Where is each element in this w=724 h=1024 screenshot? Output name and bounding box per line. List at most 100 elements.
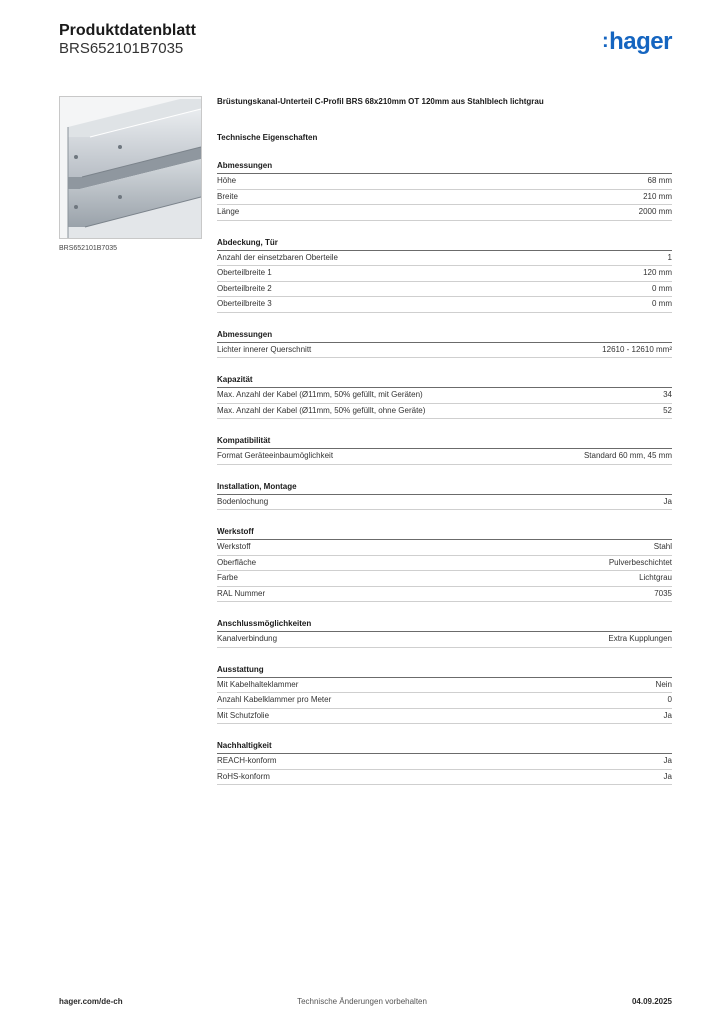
spec-label: Anzahl Kabelklammer pro Meter [217, 695, 332, 704]
spec-label: Breite [217, 191, 238, 201]
spec-label: Bodenlochung [217, 496, 269, 506]
spec-value: Ja [663, 771, 672, 781]
spec-row: Anzahl Kabelklammer pro Meter 0 [217, 693, 672, 709]
spec-label: Anzahl der einsetzbaren Oberteile [217, 252, 338, 262]
spec-row: Max. Anzahl der Kabel (Ø11mm, 50% gefüll… [217, 404, 672, 419]
product-description: Brüstungskanal-Unterteil C-Profil BRS 68… [217, 97, 544, 106]
spec-value: 0 mm [652, 299, 672, 308]
product-code: BRS652101B7035 [59, 40, 184, 57]
logo-dots-icon: : [601, 30, 609, 52]
spec-label: Oberfläche [217, 557, 257, 567]
spec-value: Ja [663, 496, 672, 506]
spec-value: 2000 mm [638, 207, 672, 216]
product-image [59, 96, 202, 239]
spec-value: 52 [663, 405, 672, 415]
spec-value: Standard 60 mm, 45 mm [583, 451, 672, 460]
group-title: Abmessungen [217, 159, 672, 174]
spec-label: Kanalverbindung [217, 634, 278, 643]
spec-label: Format Geräteeinbaumöglichkeit [217, 451, 334, 460]
footer-notice: Technische Änderungen vorbehalten [297, 997, 427, 1006]
spec-value: Ja [663, 756, 672, 765]
spec-row: Lichter innerer Querschnitt 12610 - 12610… [217, 343, 672, 358]
group-title: Nachhaltigkeit [217, 739, 672, 754]
spec-row: REACH-konform Ja [217, 754, 672, 770]
spec-row: Länge 2000 mm [217, 205, 672, 221]
spec-label: RoHS-konform [217, 771, 270, 781]
spec-row: RoHS-konform Ja [217, 770, 672, 785]
hager-logo: :hager [601, 28, 673, 56]
spec-value: 68 mm [647, 176, 672, 185]
spec-value: Pulverbeschichtet [608, 557, 672, 567]
group-title: Abmessungen [217, 328, 672, 343]
group-title: Kompatibilität [217, 434, 672, 449]
spec-label: Länge [217, 207, 240, 216]
spec-label: Lichter innerer Querschnitt [217, 344, 312, 354]
spec-value: 0 mm [652, 283, 672, 293]
spec-row: Oberteilbreite 1 120 mm [217, 266, 672, 282]
spec-row: Max. Anzahl der Kabel (Ø11mm, 50% gefüll… [217, 388, 672, 404]
spec-value: Stahl [653, 542, 672, 551]
spec-value: 7035 [654, 588, 672, 598]
spec-label: Oberteilbreite 2 [217, 283, 272, 293]
spec-label: Oberteilbreite 3 [217, 299, 272, 308]
group-title: Ausstattung [217, 663, 672, 678]
image-caption: BRS652101B7035 [59, 245, 117, 252]
spec-value: 120 mm [643, 268, 672, 277]
page-title: Produktdatenblatt [59, 22, 196, 39]
spec-value: Lichtgrau [639, 573, 672, 582]
spec-row: Werkstoff Stahl [217, 540, 672, 556]
spec-label: Werkstoff [217, 542, 251, 551]
footer-date: 04.09.2025 [631, 997, 672, 1006]
spec-row: Bodenlochung Ja [217, 495, 672, 510]
spec-row: Mit Schutzfolie Ja [217, 709, 672, 724]
spec-value: 210 mm [643, 191, 672, 201]
spec-label: Farbe [217, 573, 238, 582]
spec-label: Max. Anzahl der Kabel (Ø11mm, 50% gefüll… [217, 390, 423, 399]
spec-row: Oberfläche Pulverbeschichtet [217, 556, 672, 571]
footer-website: hager.com/de-ch [59, 997, 123, 1006]
spec-row: RAL Nummer 7035 [217, 587, 672, 602]
spec-row: Höhe 68 mm [217, 174, 672, 190]
spec-value: 1 [667, 252, 672, 262]
spec-row: Format Geräteeinbaumöglichkeit Standard 6… [217, 449, 672, 465]
spec-label: Höhe [217, 176, 237, 185]
spec-row: Anzahl der einsetzbaren Oberteile 1 [217, 251, 672, 266]
cable-duct-icon [60, 97, 201, 238]
spec-label: RAL Nummer [217, 588, 266, 598]
group-title: Anschlussmöglichkeiten [217, 617, 672, 632]
section-title: Technische Eigenschaften [217, 133, 318, 142]
spec-row: Oberteilbreite 3 0 mm [217, 297, 672, 313]
spec-row: Mit Kabelhalteklammer Nein [217, 678, 672, 693]
spec-label: REACH-konform [217, 756, 277, 765]
group-title: Abdeckung, Tür [217, 236, 672, 251]
spec-content: Brüstungskanal-Unterteil C-Profil BRS 68… [217, 96, 672, 785]
spec-value: 0 [667, 695, 672, 704]
spec-row: Oberteilbreite 2 0 mm [217, 282, 672, 297]
spec-value: Extra Kupplungen [608, 634, 672, 643]
spec-label: Oberteilbreite 1 [217, 268, 272, 277]
spec-row: Breite 210 mm [217, 190, 672, 205]
spec-row: Kanalverbindung Extra Kupplungen [217, 632, 672, 648]
spec-row: Farbe Lichtgrau [217, 571, 672, 587]
spec-value: 12610 - 12610 mm² [602, 344, 672, 354]
spec-label: Mit Kabelhalteklammer [217, 679, 299, 689]
spec-label: Max. Anzahl der Kabel (Ø11mm, 50% gefüll… [217, 405, 426, 415]
spec-value: Nein [655, 679, 672, 689]
group-title: Kapazität [217, 373, 672, 388]
group-title: Werkstoff [217, 525, 672, 540]
logo-text: hager [609, 28, 672, 55]
spec-value: 34 [663, 390, 672, 399]
spec-value: Ja [663, 710, 672, 720]
spec-label: Mit Schutzfolie [217, 710, 270, 720]
